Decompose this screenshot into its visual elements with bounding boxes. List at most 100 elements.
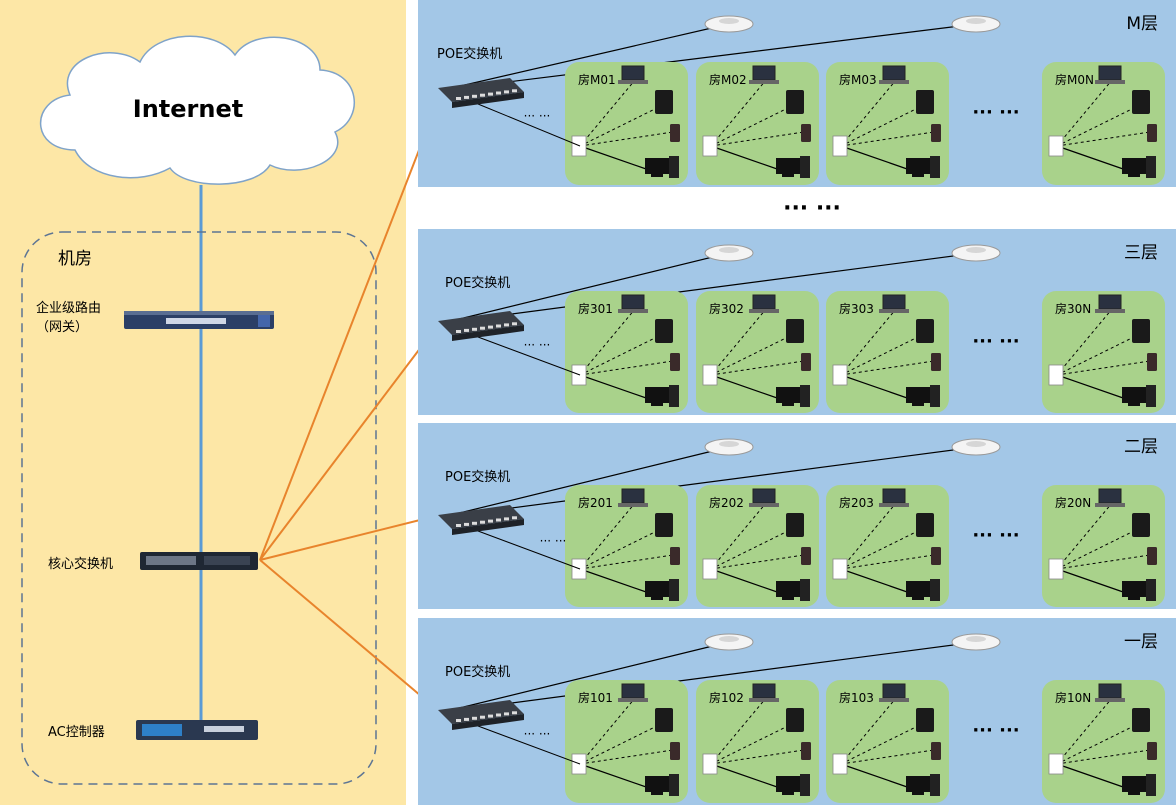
- wired-link: [1056, 145, 1127, 171]
- ceiling-ap-icon: [951, 15, 1001, 33]
- wired-link: [1056, 568, 1127, 594]
- wireless-link: [840, 360, 935, 376]
- phone-icon: [1147, 124, 1157, 142]
- laptop-screen: [882, 65, 906, 81]
- ap-top: [719, 636, 739, 642]
- poe-switch-label: POE交换机: [437, 46, 502, 62]
- laptop-screen: [752, 683, 776, 699]
- wall-ap-icon: [832, 753, 848, 775]
- laptop-icon: [618, 65, 648, 84]
- tower: [930, 156, 940, 178]
- tower: [930, 579, 940, 601]
- wireless-link: [1056, 131, 1151, 147]
- stand: [912, 174, 924, 177]
- ceiling-ap-icon: [951, 633, 1001, 651]
- room-3: 房20N: [1042, 485, 1165, 607]
- monitor: [906, 581, 930, 597]
- ac-controller-label: AC控制器: [48, 725, 105, 740]
- wired-link: [840, 568, 911, 594]
- wireless-link: [840, 749, 935, 765]
- laptop-icon: [618, 294, 648, 313]
- monitor: [776, 776, 800, 792]
- ceiling-ap-icon: [704, 244, 754, 262]
- laptop-screen: [621, 294, 645, 310]
- ap-link: [442, 641, 730, 713]
- ap-link: [442, 446, 730, 518]
- tablet-icon: [786, 513, 804, 537]
- switch-top: [438, 700, 524, 724]
- stand: [912, 792, 924, 795]
- wireless-link: [579, 554, 674, 570]
- laptop-screen: [1098, 683, 1122, 699]
- laptop-screen: [752, 294, 776, 310]
- tower: [1146, 156, 1156, 178]
- laptop-icon: [1095, 683, 1125, 702]
- laptop-screen: [882, 683, 906, 699]
- switch-room-link: [477, 725, 581, 765]
- stand: [782, 174, 794, 177]
- wireless-link: [1056, 721, 1143, 765]
- wireless-link: [840, 721, 927, 765]
- tower: [930, 774, 940, 796]
- room-2: 房203: [826, 485, 949, 607]
- ap-link: [442, 252, 977, 324]
- monitor: [1122, 581, 1146, 597]
- switch-port: [456, 330, 461, 333]
- room-label: 房302: [709, 301, 744, 316]
- wireless-link: [840, 697, 897, 765]
- monitor: [645, 776, 669, 792]
- wireless-link: [710, 332, 797, 376]
- wireless-link: [840, 308, 897, 376]
- wireless-link: [579, 502, 636, 570]
- wireless-link: [710, 502, 767, 570]
- phone-icon: [670, 353, 680, 371]
- desktop-icon: [1122, 156, 1156, 178]
- wired-link: [840, 763, 911, 789]
- wall-ap-icon: [702, 135, 718, 157]
- switch-port: [480, 93, 485, 97]
- tower: [800, 774, 810, 796]
- wired-link: [579, 568, 650, 594]
- switch-port: [488, 519, 493, 523]
- laptop-icon: [879, 65, 909, 84]
- switch-port: [472, 94, 477, 98]
- stand: [1128, 792, 1140, 795]
- wireless-link: [579, 749, 674, 765]
- switch-port: [512, 322, 517, 326]
- phone-icon: [801, 124, 811, 142]
- tablet-icon: [786, 319, 804, 343]
- poe-switch-icon: [438, 505, 524, 535]
- room-0: 房201: [565, 485, 688, 607]
- desktop-icon: [906, 579, 940, 601]
- switch-ellipsis: ··· ···: [524, 109, 551, 123]
- wall-ap-icon: [1048, 558, 1064, 580]
- ap-top: [966, 247, 986, 253]
- switch-port: [512, 516, 517, 520]
- stand: [912, 403, 924, 406]
- phone-icon: [670, 124, 680, 142]
- monitor: [776, 387, 800, 403]
- phone-icon: [931, 742, 941, 760]
- between-floors-ellipsis: ··· ···: [783, 196, 841, 221]
- stand: [1128, 174, 1140, 177]
- room-1: 房302: [696, 291, 819, 413]
- tower: [1146, 774, 1156, 796]
- laptop-base: [1095, 80, 1125, 84]
- poe-switch-icon: [438, 78, 524, 108]
- room-label: 房M01: [578, 72, 616, 87]
- floor-label: 三层: [1124, 243, 1158, 263]
- wireless-link: [579, 308, 636, 376]
- wall-ap-icon: [702, 558, 718, 580]
- tower: [930, 385, 940, 407]
- laptop-base: [749, 309, 779, 313]
- tower: [1146, 579, 1156, 601]
- wired-link: [579, 763, 650, 789]
- laptop-icon: [749, 683, 779, 702]
- poe-switch-icon: [438, 700, 524, 730]
- fiber-link-floor-3: [259, 321, 441, 561]
- laptop-base: [879, 503, 909, 507]
- wireless-link: [840, 332, 927, 376]
- wired-link: [710, 568, 781, 594]
- room-3: 房10N: [1042, 680, 1165, 803]
